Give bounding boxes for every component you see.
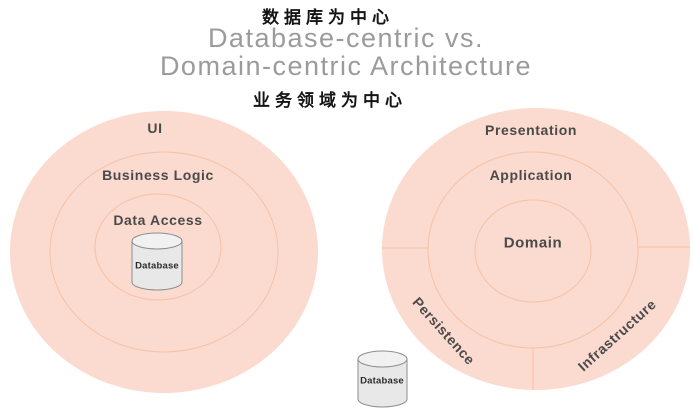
right-inner-ring-domain [474, 199, 592, 303]
right-layer-application-label: Application [489, 167, 573, 183]
subtitle-database-centric-zh: 数据库为中心 [262, 8, 394, 27]
title-line-1: Database-centric vs. [207, 23, 485, 53]
left-database-label: Database [135, 260, 179, 272]
left-inner-ring-data-access [94, 193, 222, 301]
cylinder-lid [357, 350, 408, 368]
subtitle-domain-centric-zh: 业务领域为中心 [253, 91, 407, 110]
left-layer-ui-label: UI [147, 120, 163, 136]
left-middle-ring-business-logic [49, 151, 279, 353]
right-layer-domain-label: Domain [503, 234, 563, 252]
database-cylinder-left [131, 232, 183, 291]
domain-centric-circles [382, 108, 690, 390]
page-title: Database-centric vs. Domain-centric Arch… [160, 24, 532, 80]
right-database-label: Database [360, 375, 404, 387]
database-cylinder-right [357, 350, 408, 408]
left-layer-business-logic-label: Business Logic [102, 167, 214, 183]
title-line-2: Domain-centric Architecture [159, 51, 533, 81]
right-layer-presentation-label: Presentation [485, 122, 577, 138]
cylinder-body [357, 358, 408, 408]
cylinder-body [131, 240, 183, 291]
cylinder-lid [131, 232, 183, 250]
left-layer-data-access-label: Data Access [113, 212, 203, 228]
